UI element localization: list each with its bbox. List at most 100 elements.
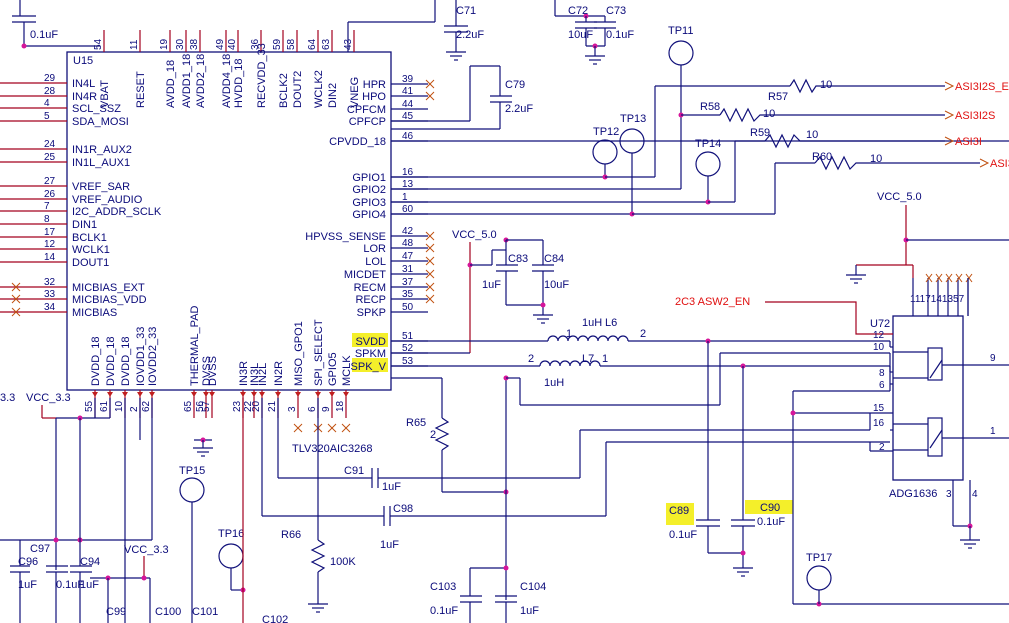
testpoint-tp14: TP14 [695,138,721,202]
net-asi3: ASI3I [955,136,982,148]
u15-left-pin-num-2: 4 [44,98,50,109]
u15-bottom-pin-name-7: DVSS [207,356,219,386]
u15-right-pin-name-11: LOL [365,256,386,268]
u15-bottom-pin-arrow-9 [251,392,257,397]
u15-bottom-12-nc-b [293,423,303,433]
tp17-label: TP17 [806,552,832,564]
u15-top-pin-num-6: 40 [227,38,238,50]
u15-right-pin-num-17: 52 [402,343,414,354]
u15-right-1-nc-b [425,91,435,101]
u15-bottom-pin-arrow-0 [92,392,98,397]
cap-c97-ref: C97 [30,543,50,555]
u15-right-pin-num-9: 42 [402,226,414,237]
u15-bottom-pin-name-5: THERMAL_PAD [189,305,201,386]
tp16-label: TP16 [218,528,244,540]
cap-c84-ref: C84 [544,253,564,265]
u15-bottom-pin-num-9: 22 [243,400,254,412]
u15-top-pin-name-3: AVDD1_18 [181,54,193,108]
cap-c83-c84: VCC_5.0 C83 1uF C84 10uF [452,229,569,353]
u15-bottom-pin-num-1: 61 [99,400,110,412]
u72-pin12: 12 [873,330,885,341]
u15-bottom-pin-num-4: 62 [141,400,152,412]
resistor-r59: R59 10 [750,127,945,149]
cap-c100-ref: C100 [155,606,181,618]
u15-bottom-pin-name-6: DVSS [201,356,213,386]
cap-c91: C91 1uF [277,398,870,493]
r57-value: 10 [820,79,832,91]
u15-left-pin-num-9: 8 [44,214,50,225]
tp11-label: TP11 [668,25,693,37]
u15-bottom-pin-arrow-6 [203,392,209,397]
u15-top-pin-name-9: DOUT2 [292,71,304,108]
cap-top-left: 0.1uF [12,0,100,49]
l7-ref: L7 [582,353,594,365]
u15-bottom-pin-arrow-4 [149,392,155,397]
cap-c97-value: 0.1uF [56,579,84,591]
u15-right-pin-num-15: 50 [402,302,414,313]
cap-top-left-value: 0.1uF [30,29,58,41]
u15-right-pin-name-15: SPKP [357,307,386,319]
u15-right-12-nc-b [425,269,435,279]
cap-c94-ref: C94 [80,556,100,568]
net-asi2: ASI3I2S [955,110,995,122]
caps-bottom-left: C96 1uF C97 0.1uF C94 1uF [0,537,152,623]
cap-c98-value: 1uF [380,539,399,551]
u15-right-pin-num-13: 37 [402,277,414,288]
u15-right-pin-num-14: 35 [402,289,414,300]
cap-c83-ref: C83 [508,253,528,265]
cap-c96-ref: C96 [18,556,38,568]
u15-bottom-pin-num-11: 21 [267,400,278,412]
vcc33-prefix: 3.3 [0,392,15,404]
l7-value: 1uH [544,377,564,389]
u15-bottom-pin-arrow-15 [343,392,349,397]
cap-c89-value: 0.1uF [669,529,697,541]
cap-c83-value: 1uF [482,279,501,291]
u15-bottom-pin-num-7: 57 [201,400,212,412]
u15-right-pin-name-5: GPIO1 [352,172,386,184]
u15-bottom-pin-arrow-1 [107,392,113,397]
cap-c89-ref: C89 [669,505,689,517]
u15-left-pin-num-3: 5 [44,111,50,122]
u15-bottom-pin-arrow-7 [209,392,215,397]
u15-top-pin-num-10: 64 [307,38,318,50]
u15-right-pin-name-6: GPIO2 [352,184,386,196]
testpoint-tp12: TP12 [592,126,619,177]
u15-right-pin-name-2: CPFCM [347,104,386,116]
u15-right-10-nc-b [425,243,435,253]
u15-top-pin-num-5: 49 [215,38,226,50]
ic-u15-body [66,51,392,391]
u15-bottom-pin-arrow-8 [240,392,246,397]
u15-right-pin-name-1: HPO [362,91,386,103]
u15-bottom-pin-num-14: 9 [321,406,332,412]
u15-right-pin-num-1: 41 [402,86,414,97]
vcc33-bottom: VCC_3.3 C99 C100 C101 C102 [90,544,288,623]
u15-top-pin-name-4: AVDD2_18 [195,54,207,108]
u15-right-pin-num-6: 13 [402,179,414,190]
dvss-ground [193,437,213,457]
u15-bottom-pin-name-0: DVDD_18 [90,336,102,386]
u15-right-pin-name-16: SVDD [355,336,386,348]
cap-c71-value: 2.2uF [456,29,484,41]
tp14-label: TP14 [695,138,721,150]
u15-left-pin-name-6: VREF_SAR [72,181,130,193]
cap-c96-value: 1uF [18,579,37,591]
u15-top-pin-name-0: VBAT [99,80,111,108]
offpage-asi: ASI3I2S_E ASI3I2S ASI3I ASI3 [944,81,1009,170]
u15-left-pin-num-7: 26 [44,189,56,200]
resistor-r66: R66 100K [281,398,356,613]
u15-left-pin-name-11: WCLK1 [72,244,110,256]
u15-right-pin-num-3: 45 [402,111,414,122]
u72-pin3: 3 [946,489,952,500]
u15-left-pin-name-9: DIN1 [72,219,97,231]
cap-c98-ref: C98 [393,503,413,515]
u15-bottom-pins: 55DVDD_1861DVDD_1810DVDD_182IOVDD1_3362I… [84,305,353,433]
cap-c72-c73: C72 10uF C73 0.1uF [554,0,634,65]
u15-bottom-pin-num-12: 3 [287,406,298,412]
u15-bottom-pin-name-1: DVDD_18 [105,336,117,386]
u15-right-pin-name-14: RECP [355,294,386,306]
u15-left-14-nc-b [11,294,21,304]
cap-c73-ref: C73 [606,5,626,17]
net-asw2-en: 2C3 ASW2_EN [675,296,750,308]
r66-ref: R66 [281,529,301,541]
